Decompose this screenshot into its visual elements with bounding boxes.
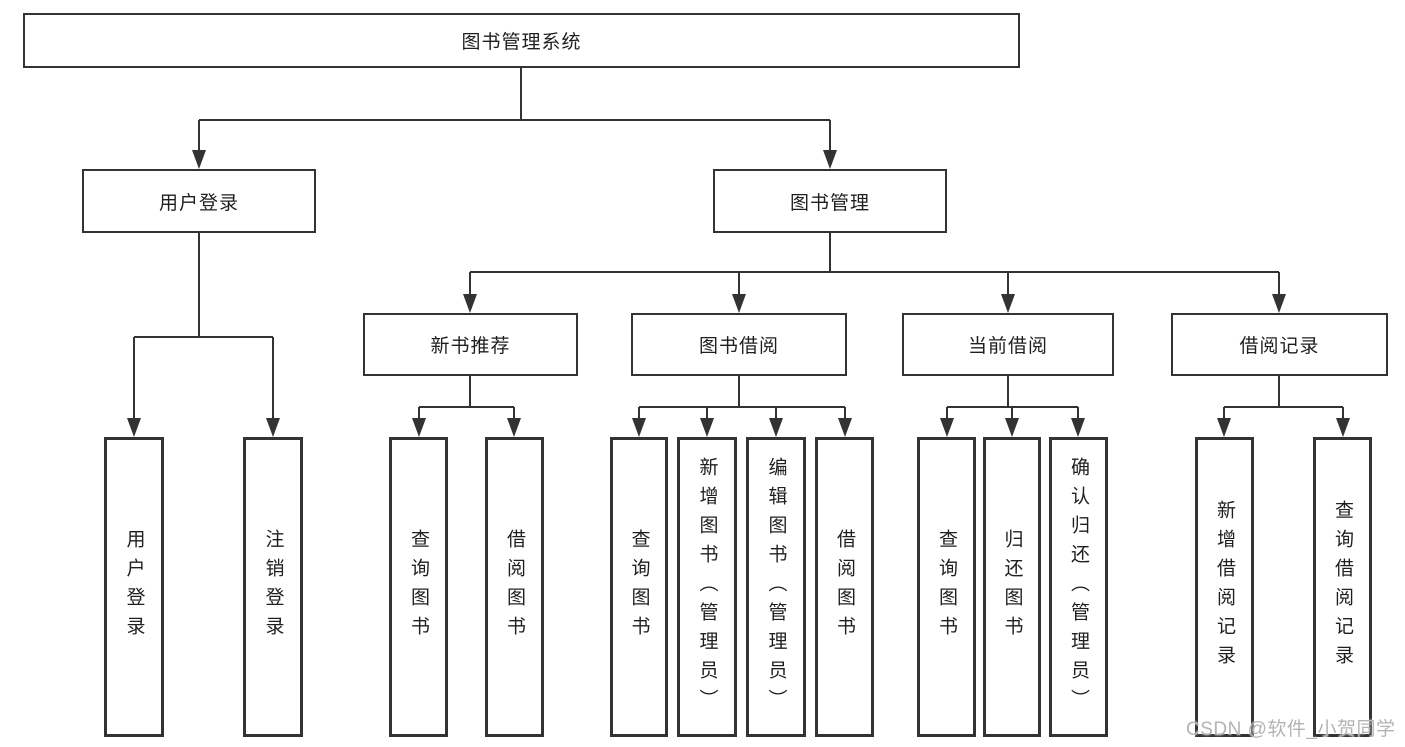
- leaf-return-book-label: 归还图书: [1001, 529, 1023, 645]
- leaf-borrowing-query-books-label: 查询图书: [628, 529, 650, 645]
- node-book-management: 图书管理: [713, 169, 947, 233]
- leaf-query-borrow-record: 查询借阅记录: [1313, 437, 1372, 737]
- node-root-label: 图书管理系统: [461, 32, 582, 53]
- node-root: 图书管理系统: [23, 13, 1020, 68]
- leaf-user-login-label: 用户登录: [123, 529, 145, 645]
- node-current-borrowing: 当前借阅: [902, 313, 1114, 376]
- leaf-recommend-borrow-books-label: 借阅图书: [504, 529, 525, 645]
- leaf-return-book: 归还图书: [983, 437, 1041, 737]
- leaf-borrowing-query-books: 查询图书: [610, 437, 668, 737]
- leaf-add-book-admin-label: 新增图书（管理员）: [696, 456, 718, 718]
- node-new-book-recommend: 新书推荐: [363, 313, 578, 376]
- node-book-management-label: 图书管理: [789, 192, 870, 214]
- csdn-watermark: CSDN @软件_小贺同学: [1186, 719, 1396, 740]
- node-borrowing-records: 借阅记录: [1171, 313, 1388, 376]
- leaf-edit-book-admin-label: 编辑图书（管理员）: [765, 456, 787, 718]
- leaf-add-borrow-record: 新增借阅记录: [1195, 437, 1254, 737]
- node-borrowing-records-label: 借阅记录: [1239, 336, 1320, 357]
- leaf-recommend-query-books-label: 查询图书: [408, 529, 429, 645]
- leaf-user-login: 用户登录: [104, 437, 164, 737]
- node-user-login: 用户登录: [82, 169, 316, 233]
- leaf-recommend-borrow-books: 借阅图书: [485, 437, 544, 737]
- leaf-query-borrow-record-label: 查询借阅记录: [1332, 500, 1353, 674]
- node-user-login-label: 用户登录: [158, 192, 239, 214]
- connector-lines: [133, 68, 1344, 421]
- leaf-confirm-return-admin-label: 确认归还（管理员）: [1068, 456, 1089, 718]
- leaf-add-book-admin: 新增图书（管理员）: [677, 437, 737, 737]
- leaf-edit-book-admin: 编辑图书（管理员）: [746, 437, 806, 737]
- leaf-current-query-books: 查询图书: [917, 437, 976, 737]
- leaf-current-query-books-label: 查询图书: [936, 529, 957, 645]
- leaf-confirm-return-admin: 确认归还（管理员）: [1049, 437, 1108, 737]
- node-book-borrowing: 图书借阅: [631, 313, 847, 376]
- leaf-borrowing-borrow-books-label: 借阅图书: [834, 529, 855, 645]
- node-new-book-recommend-label: 新书推荐: [430, 336, 511, 357]
- leaf-add-borrow-record-label: 新增借阅记录: [1214, 500, 1235, 674]
- node-book-borrowing-label: 图书借阅: [698, 336, 779, 357]
- leaf-logout: 注销登录: [243, 437, 303, 737]
- leaf-recommend-query-books: 查询图书: [389, 437, 448, 737]
- node-current-borrowing-label: 当前借阅: [967, 336, 1048, 357]
- leaf-borrowing-borrow-books: 借阅图书: [815, 437, 874, 737]
- leaf-logout-label: 注销登录: [262, 529, 284, 645]
